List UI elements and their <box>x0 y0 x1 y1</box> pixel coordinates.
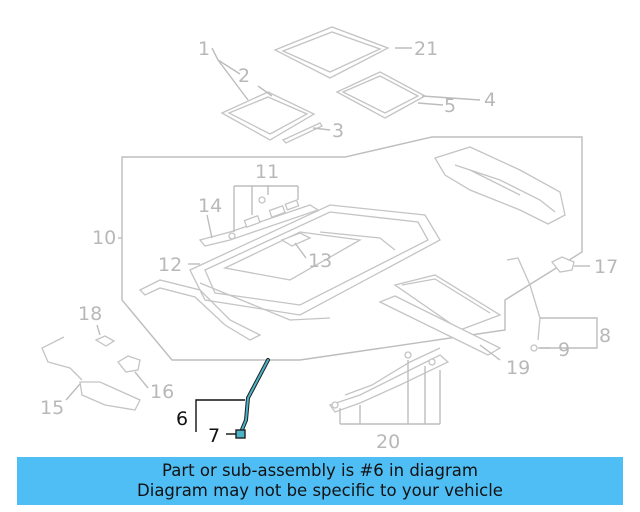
clip-17 <box>550 256 575 273</box>
label-11: 11 <box>255 161 279 183</box>
label-4: 4 <box>484 89 496 111</box>
cable-6 <box>235 358 270 439</box>
label-8: 8 <box>599 325 611 347</box>
frame-14 <box>198 204 320 247</box>
label-1: 1 <box>198 38 210 60</box>
label-12: 12 <box>158 254 182 276</box>
label-15: 15 <box>40 397 64 419</box>
label-14: 14 <box>198 195 222 217</box>
label-16: 16 <box>150 381 174 403</box>
callout-lines <box>65 47 598 435</box>
sunroof-glass-21 <box>273 26 390 79</box>
label-19: 19 <box>506 357 530 379</box>
label-5: 5 <box>444 95 456 117</box>
sunshade-19 <box>378 274 502 356</box>
label-7: 7 <box>208 425 220 447</box>
part-18 <box>94 335 116 347</box>
label-21: 21 <box>414 38 438 60</box>
rear-bracket <box>434 146 566 225</box>
bracket-16 <box>117 355 141 373</box>
label-3: 3 <box>332 120 344 142</box>
label-6: 6 <box>176 408 188 430</box>
drain-15 <box>41 336 141 411</box>
label-13: 13 <box>308 250 332 272</box>
assembly-outline <box>121 136 583 361</box>
label-18: 18 <box>78 303 102 325</box>
banner-line-1: Part or sub-assembly is #6 in diagram <box>162 461 478 480</box>
label-2: 2 <box>238 65 250 87</box>
banner-line-2: Diagram may not be specific to your vehi… <box>137 481 503 500</box>
seal-3 <box>281 122 323 144</box>
glass-panel-1 <box>220 91 316 141</box>
glass-panel-4 <box>335 71 427 119</box>
drain-hose-8 <box>506 257 541 341</box>
motor-13 <box>280 232 312 247</box>
guide-rail-12 <box>138 279 262 341</box>
parts-diagram: 1 2 3 4 5 6 7 8 9 10 11 12 13 14 15 16 1… <box>40 26 618 453</box>
label-20: 20 <box>376 431 400 453</box>
mechanism-20 <box>328 347 450 413</box>
clips-11 <box>228 196 300 240</box>
label-9: 9 <box>558 339 570 361</box>
label-17: 17 <box>594 256 618 278</box>
sunroof-frame <box>189 204 441 321</box>
label-10: 10 <box>92 227 116 249</box>
info-banner: Part or sub-assembly is #6 in diagram Di… <box>17 457 623 505</box>
